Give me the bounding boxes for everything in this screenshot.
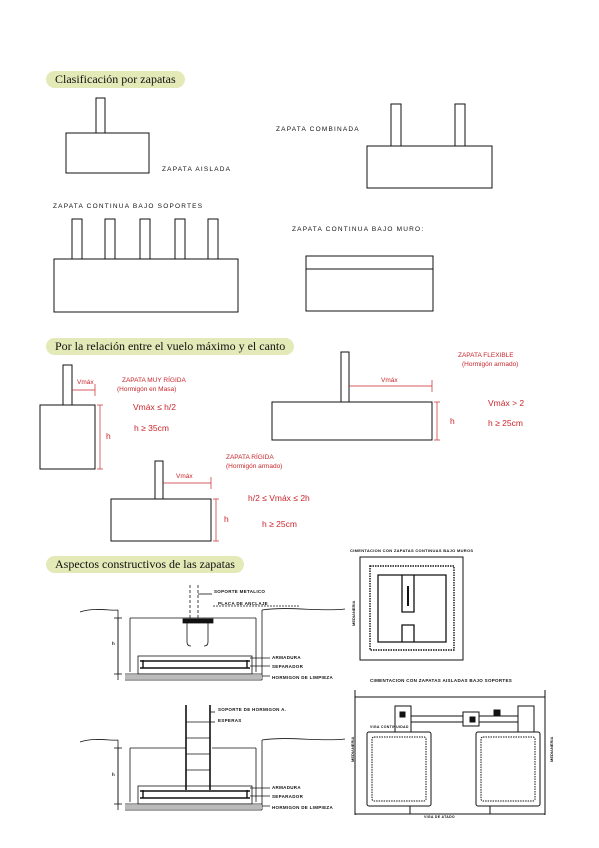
label-zapata-muy-rigida: ZAPATA MUY RÍGIDA [122, 377, 186, 384]
section-title-aspectos: Aspectos constructivos de las zapatas [46, 556, 244, 573]
label-plano-continuas-medianeria: MEDIANERIA [351, 600, 356, 626]
plano-zapatas-aisladas [354, 690, 546, 815]
label-vmax-muy-rigida: Vmáx [77, 379, 94, 386]
plano-zapatas-continuas [359, 556, 464, 661]
label-flexible-cond2: h ≥ 25cm [488, 418, 523, 428]
label-plano-continuas-title: CIMENTACION CON ZAPATAS CONTINUAS BAJO M… [350, 548, 474, 553]
label-medianeria-left: MEDIANERIA [350, 736, 355, 762]
label-zapata-flexible: ZAPATA FLEXIBLE [458, 352, 514, 359]
label-soporte-hormigon: SOPORTE DE HORMIGON A. [218, 707, 287, 712]
label-vmax-rigida: Vmáx [176, 473, 193, 480]
label-zapata-aislada: ZAPATA AISLADA [162, 166, 232, 173]
section-title-clasificacion: Clasificación por zapatas [46, 71, 185, 88]
label-muy-rigida-sub: (Hormigón en Masa) [117, 386, 177, 393]
zapata-muy-rigida-drawing [39, 364, 96, 470]
label-vmax-flexible: Vmáx [381, 377, 398, 384]
label-zapata-continua-muro: ZAPATA CONTINUA BAJO MURO: [292, 226, 425, 233]
label-soporte-metalico: SOPORTE METALICO [214, 589, 266, 594]
label-flexible-cond1: Vmáx > 2 [488, 398, 525, 408]
label-h-flexible: h [450, 416, 455, 426]
label-esperas: ESPERAS [218, 718, 242, 723]
label-viga-continuidad: VIGA CONTINUIDAD [370, 725, 409, 729]
label-zapata-rigida: ZAPATA RÍGIDA [226, 454, 274, 461]
zapata-rigida-drawing [110, 460, 212, 542]
label-flexible-sub: (Hormigón armado) [462, 361, 519, 368]
label-h-muy-rigida: h [106, 431, 111, 441]
label-h-bottom: h [112, 772, 116, 777]
zapata-continua-soportes-drawing [53, 218, 239, 313]
label-zapata-combinada: ZAPATA COMBINADA [276, 126, 360, 133]
seccion-soporte-metalico [79, 585, 346, 681]
label-h-rigida: h [224, 514, 229, 524]
label-viga-atado: VIGA DE ATADO [424, 815, 455, 819]
label-medianeria-right: MEDIANERIA [549, 736, 554, 762]
label-rigida-cond2: h ≥ 25cm [262, 519, 297, 529]
label-limpieza-bottom: HORMIGON DE LIMPIEZA [272, 805, 333, 810]
zapata-continua-muro-drawing [305, 255, 434, 312]
label-rigida-cond1: h/2 ≤ Vmáx ≤ 2h [248, 493, 310, 503]
zapata-flexible-drawing [271, 351, 433, 441]
label-armadura-bottom: ARMADURA [272, 785, 301, 790]
zapata-aislada-drawing [65, 97, 150, 174]
seccion-soporte-hormigon [79, 705, 346, 811]
label-plano-aisladas-title: CIMENTACION CON ZAPATAS AISLADAS BAJO SO… [370, 678, 513, 683]
label-zapata-continua-soportes: ZAPATA CONTINUA BAJO SOPORTES [53, 203, 204, 210]
label-separador-top: SEPARADOR [272, 664, 304, 669]
label-placa-anclaje: PLACA DE ANCLAJE [218, 601, 268, 606]
zapata-combinada-drawing [366, 103, 493, 189]
label-limpieza-top: HORMIGON DE LIMPIEZA [272, 675, 333, 680]
label-separador-bottom: SEPARADOR [272, 794, 304, 799]
label-rigida-sub: (Hormigón armado) [226, 463, 283, 470]
label-muy-rigida-cond1: Vmáx ≤ h/2 [133, 402, 176, 412]
label-muy-rigida-cond2: h ≥ 35cm [134, 423, 169, 433]
label-armadura-top: ARMADURA [272, 655, 301, 660]
section-title-relacion: Por la relación entre el vuelo máximo y … [46, 338, 295, 355]
label-h-top: h [112, 641, 116, 646]
